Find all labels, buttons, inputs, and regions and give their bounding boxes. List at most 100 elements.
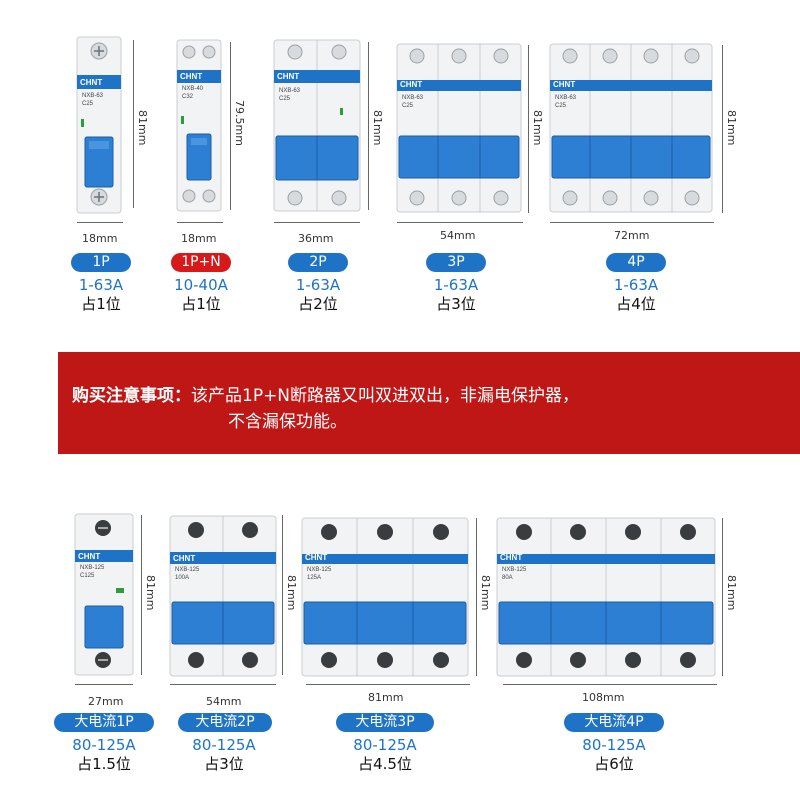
breaker-large-1p: CHNT NXB-125 C125: [73, 512, 135, 677]
pole-badge-3p: 3P: [426, 253, 486, 272]
brand-logo: CHNT: [173, 554, 196, 563]
module-position: 占1位: [81, 295, 121, 313]
height-dimension-label: 81mm: [531, 110, 544, 146]
current-range: 80-125A: [582, 736, 646, 754]
pole-badge-2p: 2P: [288, 253, 348, 272]
module-position: 占2位: [298, 295, 338, 313]
width-dimension-label: 27mm: [88, 695, 124, 708]
current-range: 10-40A: [174, 276, 228, 294]
notice-banner: [58, 352, 800, 454]
breaker-large-3p: CHNT NXB-125 125A: [300, 516, 470, 678]
pole-badge-large-1p: 大电流1P: [54, 713, 154, 732]
notice-body-line2: 不含漏保功能。: [228, 412, 347, 432]
rating-label: C25: [555, 103, 567, 109]
height-dimension-label: 81mm: [479, 575, 492, 611]
height-dimension-label: 79.5mm: [233, 100, 246, 146]
width-dimension-line: [177, 222, 223, 223]
width-dimension-line: [170, 684, 276, 685]
brand-logo: CHNT: [500, 553, 523, 562]
model-label: NXB-63: [402, 95, 424, 101]
current-range: 1-63A: [78, 276, 124, 294]
height-dimension-line: [722, 518, 723, 676]
rating-label: C25: [82, 101, 94, 107]
module-position: 占1.5位: [77, 755, 131, 773]
width-dimension-line: [77, 222, 123, 223]
width-dimension-line: [397, 222, 523, 223]
brand-logo: CHNT: [78, 552, 101, 561]
breaker-4p: CHNT NXB-63 C25: [548, 42, 718, 214]
module-position: 占3位: [436, 295, 476, 313]
module-position: 占6位: [594, 755, 634, 773]
height-dimension-label: 81mm: [285, 575, 298, 611]
rating-label: C125: [80, 573, 95, 579]
width-dimension-label: 81mm: [368, 691, 404, 704]
breaker-large-2p: CHNT NXB-125 100A: [168, 514, 278, 678]
brand-logo: CHNT: [180, 72, 203, 81]
height-dimension-line: [141, 515, 142, 675]
pole-badge-large-2p: 大电流2P: [178, 713, 272, 732]
width-dimension-label: 72mm: [614, 229, 650, 242]
brand-logo: CHNT: [305, 553, 328, 562]
breaker-1pn: CHNT NXB-40 C32: [175, 38, 225, 213]
height-dimension-line: [476, 518, 477, 676]
height-dimension-line: [368, 42, 369, 210]
width-dimension-label: 36mm: [298, 232, 334, 245]
rating-label: 100A: [175, 575, 190, 581]
height-dimension-label: 81mm: [136, 110, 149, 146]
brand-logo: CHNT: [80, 78, 103, 87]
module-position: 占1位: [181, 295, 221, 313]
breaker-large-4p: CHNT NXB-125 80A: [495, 516, 717, 678]
model-label: NXB-125: [307, 567, 332, 573]
breaker-1p: CHNT NXB-63 C25: [75, 35, 125, 215]
rating-label: C25: [279, 96, 291, 102]
height-dimension-label: 81mm: [371, 110, 384, 146]
pole-badge-4p: 4P: [606, 253, 666, 272]
brand-logo: CHNT: [553, 80, 576, 89]
height-dimension-label: 81mm: [725, 110, 738, 146]
width-dimension-label: 54mm: [206, 695, 242, 708]
notice-text: 购买注意事项：该产品1P+N断路器又叫双进双出，非漏电保护器， 不含漏保功能。: [72, 383, 762, 435]
model-label: NXB-40: [182, 86, 204, 92]
width-dimension-label: 18mm: [181, 232, 217, 245]
rating-label: C32: [182, 94, 194, 100]
rating-label: 125A: [307, 575, 322, 581]
breaker-2p: CHNT NXB-63 C25: [272, 38, 362, 213]
width-dimension-line: [274, 222, 360, 223]
width-dimension-label: 18mm: [82, 232, 118, 245]
height-dimension-line: [528, 45, 529, 213]
width-dimension-line: [306, 684, 470, 685]
model-label: NXB-63: [279, 88, 301, 94]
height-dimension-line: [722, 45, 723, 213]
module-position: 占4位: [616, 295, 656, 313]
current-range: 1-63A: [295, 276, 341, 294]
model-label: NXB-125: [175, 567, 200, 573]
current-range: 80-125A: [353, 736, 417, 754]
model-label: NXB-125: [80, 565, 105, 571]
brand-logo: CHNT: [400, 80, 423, 89]
height-dimension-label: 81mm: [144, 575, 157, 611]
pole-badge-1pn: 1P+N: [171, 253, 231, 272]
width-dimension-label: 108mm: [582, 691, 625, 704]
brand-logo: CHNT: [277, 72, 300, 81]
height-dimension-line: [282, 515, 283, 675]
rating-label: 80A: [502, 575, 513, 581]
current-range: 1-63A: [613, 276, 659, 294]
current-range: 80-125A: [72, 736, 136, 754]
rating-label: C25: [402, 103, 414, 109]
notice-title: 购买注意事项：: [72, 386, 191, 406]
height-dimension-line: [230, 42, 231, 210]
width-dimension-line: [550, 222, 714, 223]
current-range: 1-63A: [433, 276, 479, 294]
height-dimension-line: [133, 40, 134, 208]
module-position: 占4.5位: [358, 755, 412, 773]
width-dimension-label: 54mm: [440, 229, 476, 242]
model-label: NXB-125: [502, 567, 527, 573]
width-dimension-line: [503, 684, 717, 685]
pole-badge-large-4p: 大电流4P: [564, 713, 664, 732]
breaker-3p: CHNT NXB-63 C25: [395, 42, 525, 214]
module-position: 占3位: [204, 755, 244, 773]
width-dimension-line: [75, 684, 133, 685]
height-dimension-label: 81mm: [725, 575, 738, 611]
notice-body-line1: 该产品1P+N断路器又叫双进双出，非漏电保护器，: [191, 386, 580, 406]
pole-badge-large-3p: 大电流3P: [336, 713, 434, 732]
